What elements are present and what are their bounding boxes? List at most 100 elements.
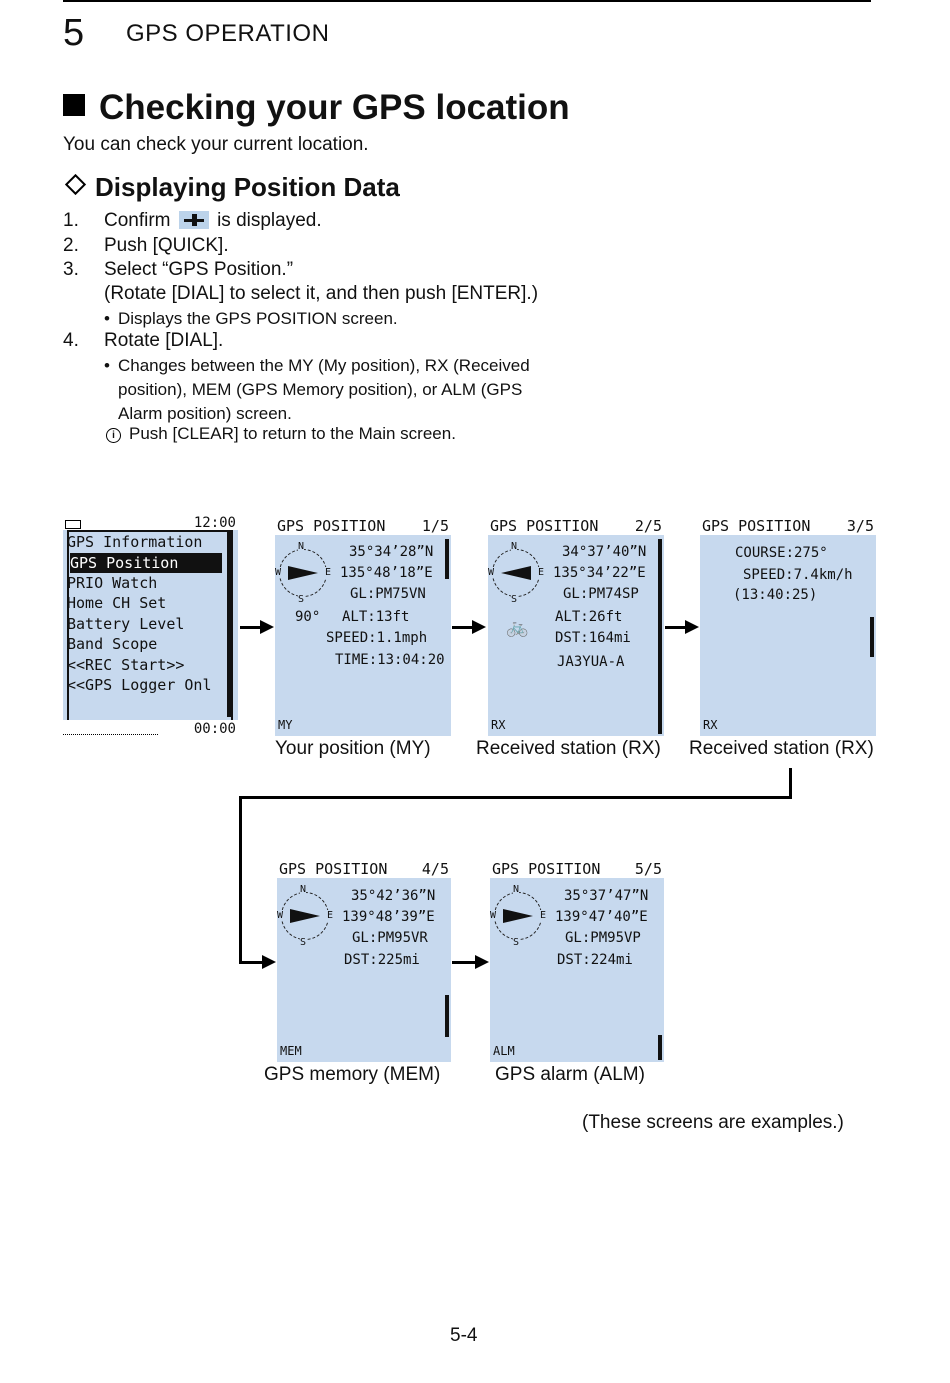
quick-menu-screen: 12:00 GPS Information GPS Position PRIO … xyxy=(63,515,238,738)
battery-icon xyxy=(65,520,81,529)
step-number: 1. xyxy=(63,210,79,231)
latitude: 35°42’36”N xyxy=(351,888,436,904)
speed: SPEED:1.1mph xyxy=(326,630,428,646)
screen-tag: MEM xyxy=(280,1044,302,1058)
caption-mem: GPS memory (MEM) xyxy=(264,1064,441,1085)
longitude: 139°48’39”E xyxy=(342,909,435,925)
info-icon: i xyxy=(106,428,121,443)
screen-title: GPS POSITION xyxy=(490,517,599,535)
longitude: 135°48’18”E xyxy=(340,565,433,581)
menu-footer-bar xyxy=(63,720,238,738)
step-text: Push [QUICK]. xyxy=(104,235,229,256)
screen-title: GPS POSITION xyxy=(277,517,386,535)
connector-line xyxy=(239,961,263,964)
menu-scrollbar[interactable] xyxy=(227,532,231,717)
step-4-bullet: • Changes between the MY (My position), … xyxy=(104,354,604,426)
screen-tag: RX xyxy=(491,718,506,732)
screen-title: GPS POSITION xyxy=(492,860,601,878)
bicycle-icon: 🚲 xyxy=(506,617,529,638)
step-3: 3. Select “GPS Position.” xyxy=(0,259,700,283)
screen-scrollbar xyxy=(870,617,874,657)
screen-header: GPS POSITION 3/5 xyxy=(700,517,876,535)
subsection-title-text: Displaying Position Data xyxy=(95,172,400,202)
bullet-dot-icon: • xyxy=(104,309,110,328)
grid-locator: GL:PM74SP xyxy=(563,586,639,602)
chapter-number: 5 xyxy=(63,12,85,54)
subsection-title: Displaying Position Data xyxy=(63,172,400,203)
step-2: 2. Push [QUICK]. xyxy=(0,235,700,259)
bullet-text: position), MEM (GPS Memory position), or… xyxy=(118,380,523,399)
screen-page: 3/5 xyxy=(846,517,874,535)
distance: DST:164mi xyxy=(555,630,631,646)
square-bullet-icon xyxy=(63,94,85,116)
arrow-line xyxy=(452,961,476,964)
screen-tag: RX xyxy=(703,718,718,732)
grid-locator: GL:PM95VR xyxy=(352,930,428,946)
grid-locator: GL:PM75VN xyxy=(350,586,426,602)
menu-footer-time: 00:00 xyxy=(193,721,236,737)
arrow-line xyxy=(452,626,474,629)
menu-item[interactable]: <<REC Start>> xyxy=(67,656,185,674)
distance: DST:225mi xyxy=(344,952,420,968)
connector-line xyxy=(789,768,792,798)
screen-tag: MY xyxy=(278,718,293,732)
bullet-text: Changes between the MY (My position), RX… xyxy=(118,356,530,375)
arrow-right-icon xyxy=(472,620,486,634)
step-text-before: Confirm xyxy=(104,210,171,231)
menu-item[interactable]: <<GPS Logger Onl xyxy=(67,676,212,694)
info-note: i Push [CLEAR] to return to the Main scre… xyxy=(106,424,456,444)
arrow-right-icon xyxy=(475,955,489,969)
distance: DST:224mi xyxy=(557,952,633,968)
bullet-text: Displays the GPS POSITION screen. xyxy=(118,309,398,328)
diamond-bullet-icon xyxy=(64,173,87,196)
step-number: 2. xyxy=(63,235,79,256)
latitude: 35°37’47”N xyxy=(564,888,649,904)
bullet-text: Alarm position) screen. xyxy=(118,404,292,423)
menu-item[interactable]: PRIO Watch xyxy=(67,574,158,592)
longitude: 139°47’40”E xyxy=(555,909,648,925)
menu-item[interactable]: Battery Level xyxy=(67,615,185,633)
arrow-line xyxy=(665,626,687,629)
menu-status-bar xyxy=(63,518,238,530)
caption-my: Your position (MY) xyxy=(275,738,431,759)
step-number: 3. xyxy=(63,259,79,280)
screen-page: 2/5 xyxy=(634,517,662,535)
callsign: JA3YUA-A xyxy=(557,654,625,670)
step-1: 1. Confirm is displayed. xyxy=(0,210,700,234)
menu-item[interactable]: GPS Information xyxy=(67,533,203,551)
menu-item[interactable]: Band Scope xyxy=(67,635,158,653)
arrow-line xyxy=(240,626,262,629)
step-text: (Rotate [DIAL] to select it, and then pu… xyxy=(104,283,539,304)
step-3-bullet: • Displays the GPS POSITION screen. xyxy=(104,307,604,331)
altitude: ALT:13ft xyxy=(342,609,410,625)
section-intro: You can check your current location. xyxy=(63,134,369,155)
arrow-right-icon xyxy=(262,955,276,969)
time: (13:40:25) xyxy=(733,587,818,603)
connector-line xyxy=(239,796,242,964)
screen-title: GPS POSITION xyxy=(279,860,388,878)
speed: SPEED:7.4km/h xyxy=(743,567,853,583)
step-text: Rotate [DIAL]. xyxy=(104,330,224,351)
caption-rx-2: Received station (RX) xyxy=(689,738,874,759)
screen-scrollbar xyxy=(658,539,662,734)
menu-item[interactable]: Home CH Set xyxy=(67,594,167,612)
step-text: Select “GPS Position.” xyxy=(104,259,294,280)
time: TIME:13:04:20 xyxy=(335,652,445,668)
caption-alm: GPS alarm (ALM) xyxy=(495,1064,645,1085)
screen-header: GPS POSITION 2/5 xyxy=(488,517,664,535)
section-title: Checking your GPS location xyxy=(63,88,570,128)
examples-note: (These screens are examples.) xyxy=(582,1112,844,1133)
screen-title: GPS POSITION xyxy=(702,517,811,535)
info-text: Push [CLEAR] to return to the Main scree… xyxy=(129,424,456,443)
longitude: 135°34’22”E xyxy=(553,565,646,581)
page-number: 5-4 xyxy=(450,1325,478,1346)
menu-item-selected[interactable]: GPS Position xyxy=(70,553,222,573)
section-title-text: Checking your GPS location xyxy=(99,88,570,127)
step-4: 4. Rotate [DIAL]. xyxy=(0,330,700,354)
